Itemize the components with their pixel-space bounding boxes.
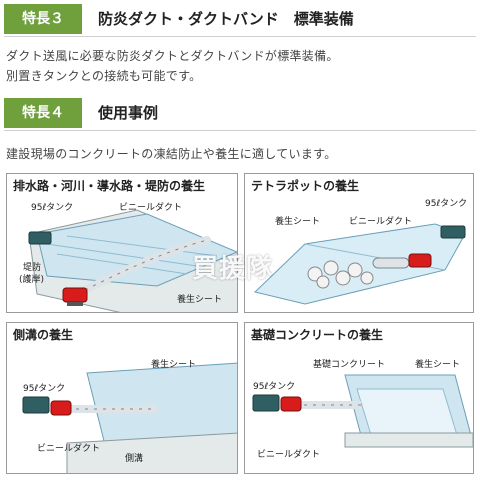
feature4-description: 建設現場のコンクリートの凍結防止や養生に適しています。 xyxy=(6,147,337,161)
feature4-header: 特長４ 使用事例 xyxy=(0,98,480,131)
feature3-title: 防炎ダクト・ダクトバンド 標準装備 xyxy=(98,10,354,28)
feature4-divider xyxy=(4,130,476,131)
drainage-illustration xyxy=(28,209,237,312)
p3-tank-label: 95ℓタンク xyxy=(23,384,66,394)
p2-tank-label: 95ℓタンク xyxy=(425,199,468,209)
tetrapod-illustration xyxy=(253,223,466,305)
p1-tank-label: 95ℓタンク xyxy=(31,203,74,213)
foundation-illustration xyxy=(252,374,473,448)
p1-sheet-label: 養生シート xyxy=(177,295,223,305)
p4-sheet-label: 養生シート xyxy=(415,360,461,370)
panel-tetrapod: テトラポットの養生 養生シート ビニールダクト 95ℓタンク xyxy=(244,173,474,313)
p1-levee-label: 堤防 xyxy=(23,263,42,273)
panel-drainage-river: 排水路・河川・導水路・堤防の養生 95ℓタンク ビニールダクト 堤防 (護岸) … xyxy=(6,173,238,313)
gutter-illustration xyxy=(22,362,237,473)
p4-tank-label: 95ℓタンク xyxy=(253,382,296,392)
panel-gutter: 側溝の養生 養生シート 95ℓタンク ビニールダクト 側溝 xyxy=(6,322,238,474)
panel-foundation-concrete: 基礎コンクリートの養生 基礎コンクリート 養生シート 95ℓタンク ビニールダク… xyxy=(244,322,474,474)
feature3-badge: 特長３ xyxy=(4,4,82,34)
p2-sheet-label: 養生シート xyxy=(275,217,321,227)
p2-duct-label: ビニールダクト xyxy=(349,217,413,227)
p1-levee-sub-label: (護岸) xyxy=(19,275,45,285)
p4-concrete-label: 基礎コンクリート xyxy=(313,360,386,370)
panel-foundation-concrete-title: 基礎コンクリートの養生 xyxy=(251,328,384,342)
panel-tetrapod-title: テトラポットの養生 xyxy=(251,179,360,193)
p3-sheet-label: 養生シート xyxy=(151,360,197,370)
p3-duct-label: ビニールダクト xyxy=(37,444,101,454)
panel-gutter-title: 側溝の養生 xyxy=(13,328,74,342)
p1-duct-label: ビニールダクト xyxy=(119,203,183,213)
feature3-divider xyxy=(4,36,476,37)
p3-gutter-label: 側溝 xyxy=(125,454,144,464)
feature4-badge: 特長４ xyxy=(4,98,82,128)
feature4-title: 使用事例 xyxy=(98,104,159,122)
feature3-description-line1: ダクト送風に必要な防炎ダクトとダクトバンドが標準装備。 xyxy=(6,49,339,63)
watermark: 買援隊 xyxy=(192,254,274,284)
panel-drainage-river-title: 排水路・河川・導水路・堤防の養生 xyxy=(13,179,206,193)
feature3-header: 特長３ 防炎ダクト・ダクトバンド 標準装備 xyxy=(0,4,480,37)
feature3-description-line2: 別置きタンクとの接続も可能です。 xyxy=(6,69,202,83)
p4-duct-label: ビニールダクト xyxy=(257,450,321,460)
